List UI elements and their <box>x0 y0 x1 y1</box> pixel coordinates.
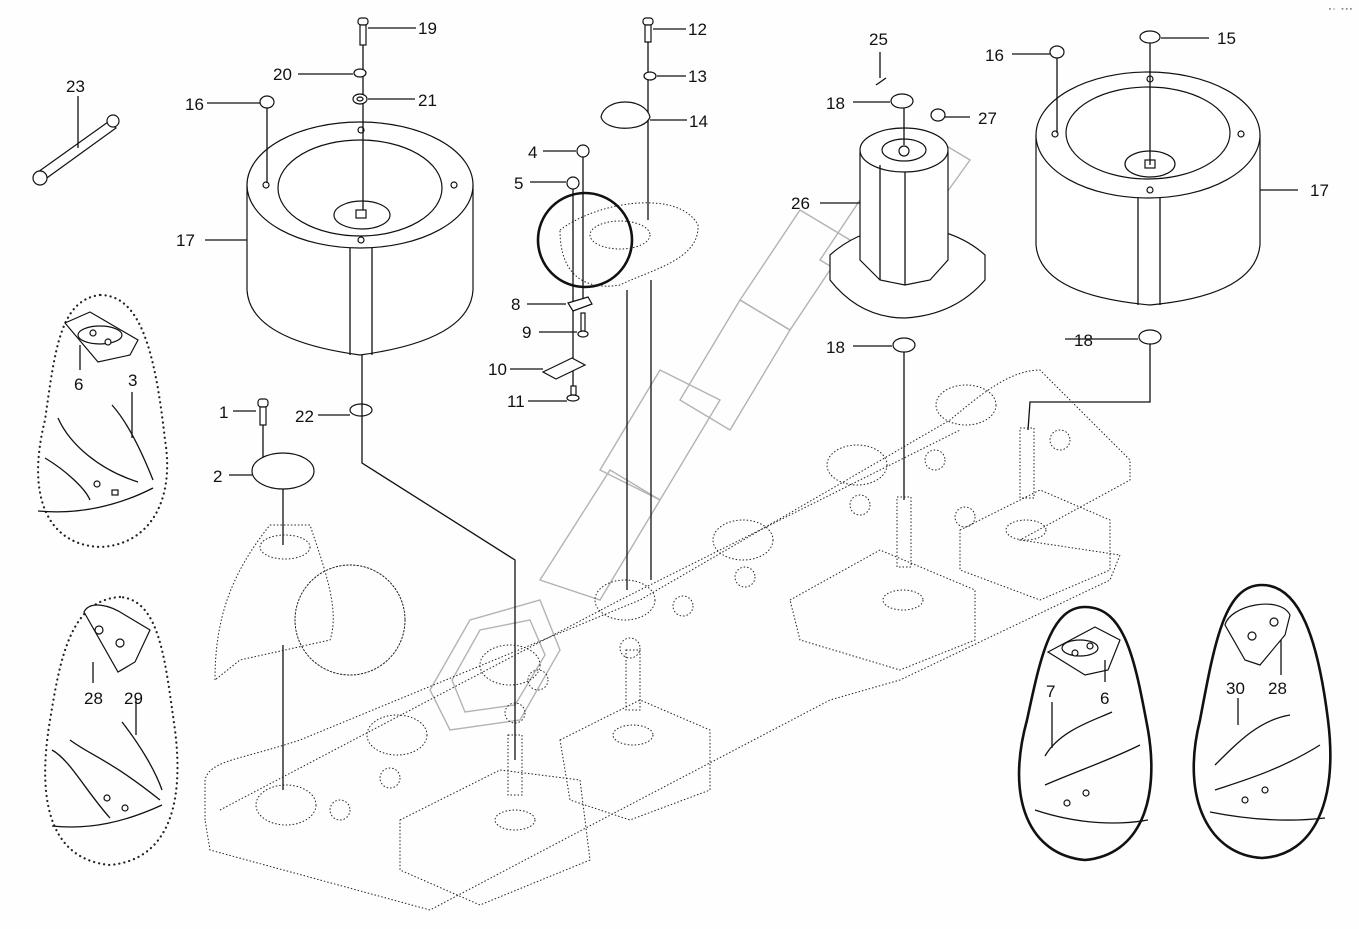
callout-28-right: 28 <box>1268 679 1287 698</box>
callout-13: 13 <box>688 67 707 86</box>
washer-part-20: 20 <box>273 65 367 84</box>
detail-knife-holder-3-6: 6 3 <box>37 293 169 549</box>
callout-27: 27 <box>978 109 997 128</box>
oring-part-22: 22 <box>295 403 373 426</box>
callout-17-right: 17 <box>1310 181 1329 200</box>
hub-part-26: 26 <box>791 127 986 319</box>
callout-20: 20 <box>273 65 292 84</box>
washer-part-21: 21 <box>352 91 437 110</box>
cap-part-14: 14 <box>600 101 708 131</box>
oring-part-18-right: 18 <box>1065 329 1162 350</box>
knife-part-10: 10 <box>488 357 587 380</box>
callout-9: 9 <box>522 323 531 342</box>
pin-part-25: 25 <box>869 30 888 86</box>
callout-11: 11 <box>507 392 525 411</box>
callout-18-mid: 18 <box>826 338 845 357</box>
callout-21: 21 <box>418 91 437 110</box>
callout-16-right: 16 <box>985 46 1004 65</box>
screw-part-11: 11 <box>507 385 580 411</box>
plate-part-8: 8 <box>511 295 593 314</box>
callout-23: 23 <box>66 77 85 96</box>
detail-knife-holder-28-30: 30 28 <box>1192 583 1332 860</box>
callout-15: 15 <box>1217 29 1236 48</box>
callout-18-top: 18 <box>826 94 845 113</box>
callout-2: 2 <box>213 467 222 486</box>
bolt-part-9: 9 <box>522 312 589 342</box>
cover-plate-part-2: 2 <box>213 452 315 545</box>
washer-part-13: 13 <box>643 67 707 86</box>
callout-4: 4 <box>528 143 537 162</box>
drum-cover-left: 17 <box>176 121 474 356</box>
callout-8: 8 <box>511 295 520 314</box>
plug-part-27: 27 <box>930 108 997 128</box>
callout-22: 22 <box>295 407 314 426</box>
callout-1: 1 <box>219 403 228 422</box>
callout-14: 14 <box>689 112 708 131</box>
detail-knife-holder-6-7: 7 6 <box>1017 605 1153 862</box>
callout-6-left: 6 <box>74 375 83 394</box>
cutter-bar <box>204 369 1131 911</box>
nut-part-4: 4 <box>528 143 590 300</box>
callout-12: 12 <box>688 20 707 39</box>
drum-cover-right: 17 <box>1035 71 1329 306</box>
callout-25: 25 <box>869 30 888 49</box>
callout-3: 3 <box>128 371 137 390</box>
callout-29: 29 <box>124 689 143 708</box>
callout-10: 10 <box>488 360 507 379</box>
callout-6-right: 6 <box>1100 689 1109 708</box>
callout-19: 19 <box>418 19 437 38</box>
oring-part-18-mid: 18 <box>826 337 916 357</box>
callout-18-right: 18 <box>1074 331 1093 350</box>
watermark <box>429 129 972 731</box>
callout-28-left: 28 <box>84 689 103 708</box>
plug-part-16-left: 16 <box>185 95 275 183</box>
knife-mount-detail <box>536 191 699 590</box>
callout-17-left: 17 <box>176 231 195 250</box>
oring-part-18-top: 18 <box>826 93 914 113</box>
callout-5: 5 <box>514 174 523 193</box>
detail-knife-holder-28-29: 28 29 <box>44 595 179 867</box>
plug-part-16-right: 16 <box>985 45 1065 133</box>
bolt-part-19: 19 <box>357 17 437 46</box>
screw-part-1: 1 <box>219 398 269 460</box>
callout-16-left: 16 <box>185 95 204 114</box>
callout-30: 30 <box>1226 679 1245 698</box>
washer-part-15: 15 <box>1139 29 1236 165</box>
corner-mark: ▪▫ ▪▪▪ <box>1327 6 1353 14</box>
callout-26: 26 <box>791 194 810 213</box>
wrench-part-23: 23 <box>32 77 120 186</box>
callout-7: 7 <box>1046 682 1055 701</box>
